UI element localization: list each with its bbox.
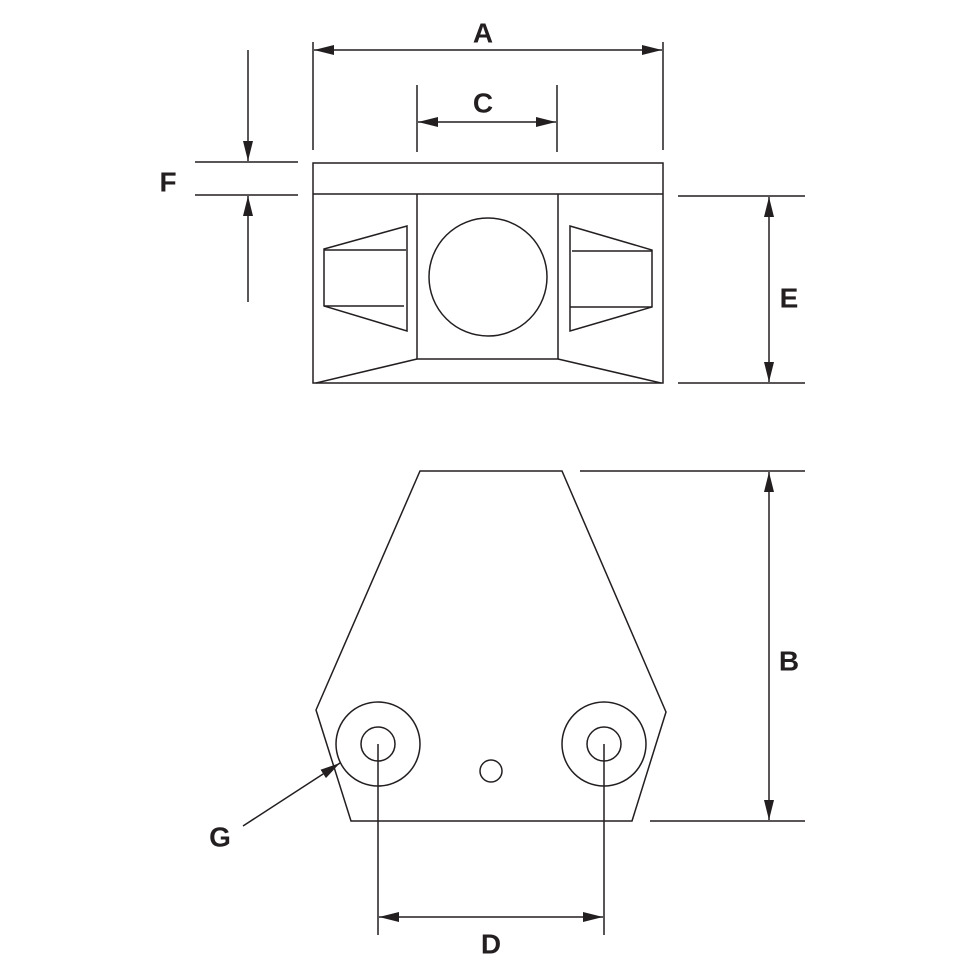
right-recess — [569, 224, 653, 333]
left-recess — [323, 225, 408, 333]
label-A: A — [473, 17, 493, 48]
dimension-B: B — [580, 470, 805, 822]
label-C: C — [473, 87, 493, 118]
plan-view — [315, 470, 667, 822]
label-F: F — [159, 166, 176, 197]
callout-G: G — [209, 762, 341, 852]
center-hole — [428, 217, 548, 337]
dimension-A: A — [312, 17, 664, 150]
small-hole — [479, 759, 503, 783]
label-D: D — [481, 928, 501, 959]
dimension-E: E — [678, 195, 805, 384]
label-B: B — [779, 645, 799, 676]
dimension-F: F — [159, 50, 298, 302]
front-view — [312, 162, 664, 384]
label-E: E — [780, 282, 799, 313]
dimension-C: C — [416, 85, 558, 152]
label-G: G — [209, 821, 231, 852]
dimension-D: D — [377, 744, 605, 959]
